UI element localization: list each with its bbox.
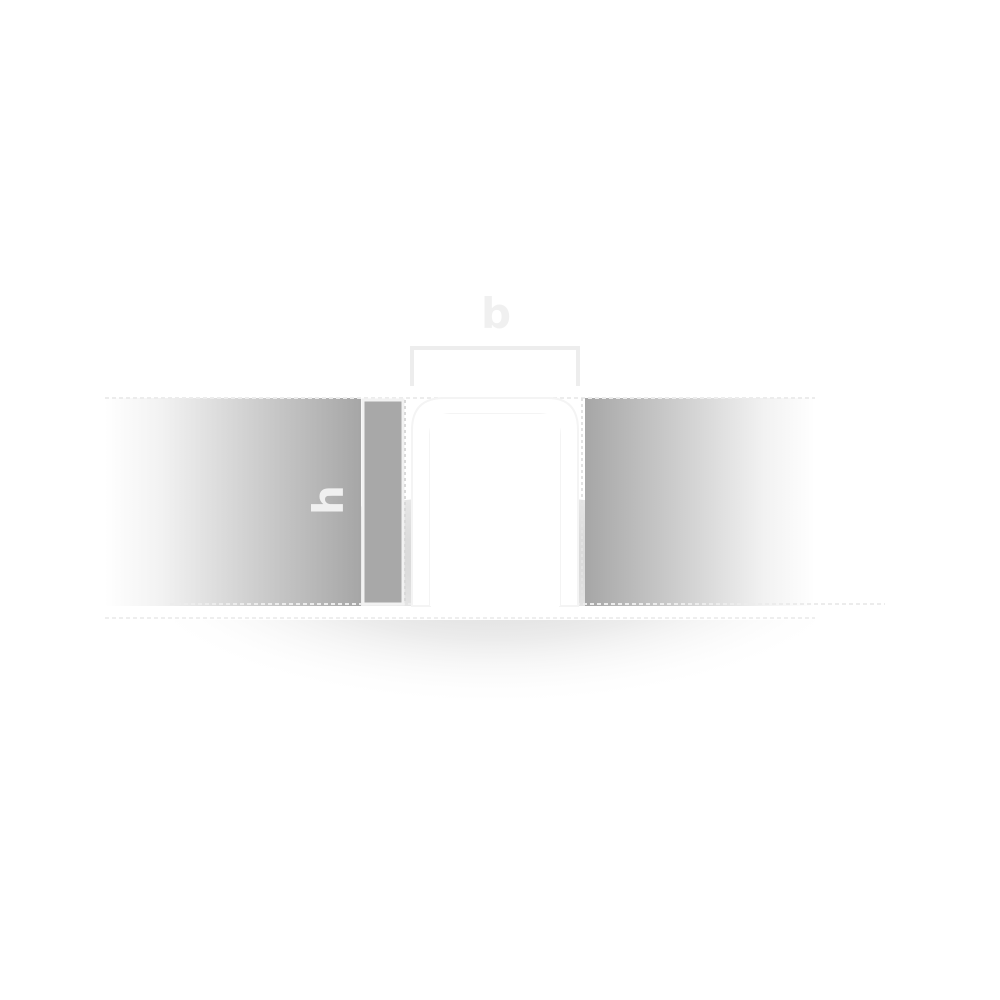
height-label: h — [304, 485, 353, 515]
width-dimension-line — [410, 346, 580, 386]
base-strip — [105, 606, 815, 620]
left-floor-surface — [105, 398, 361, 606]
channel-inner — [430, 414, 560, 606]
right-floor-surface — [585, 398, 815, 606]
insert-strip — [361, 398, 405, 606]
width-label: b — [481, 289, 511, 338]
